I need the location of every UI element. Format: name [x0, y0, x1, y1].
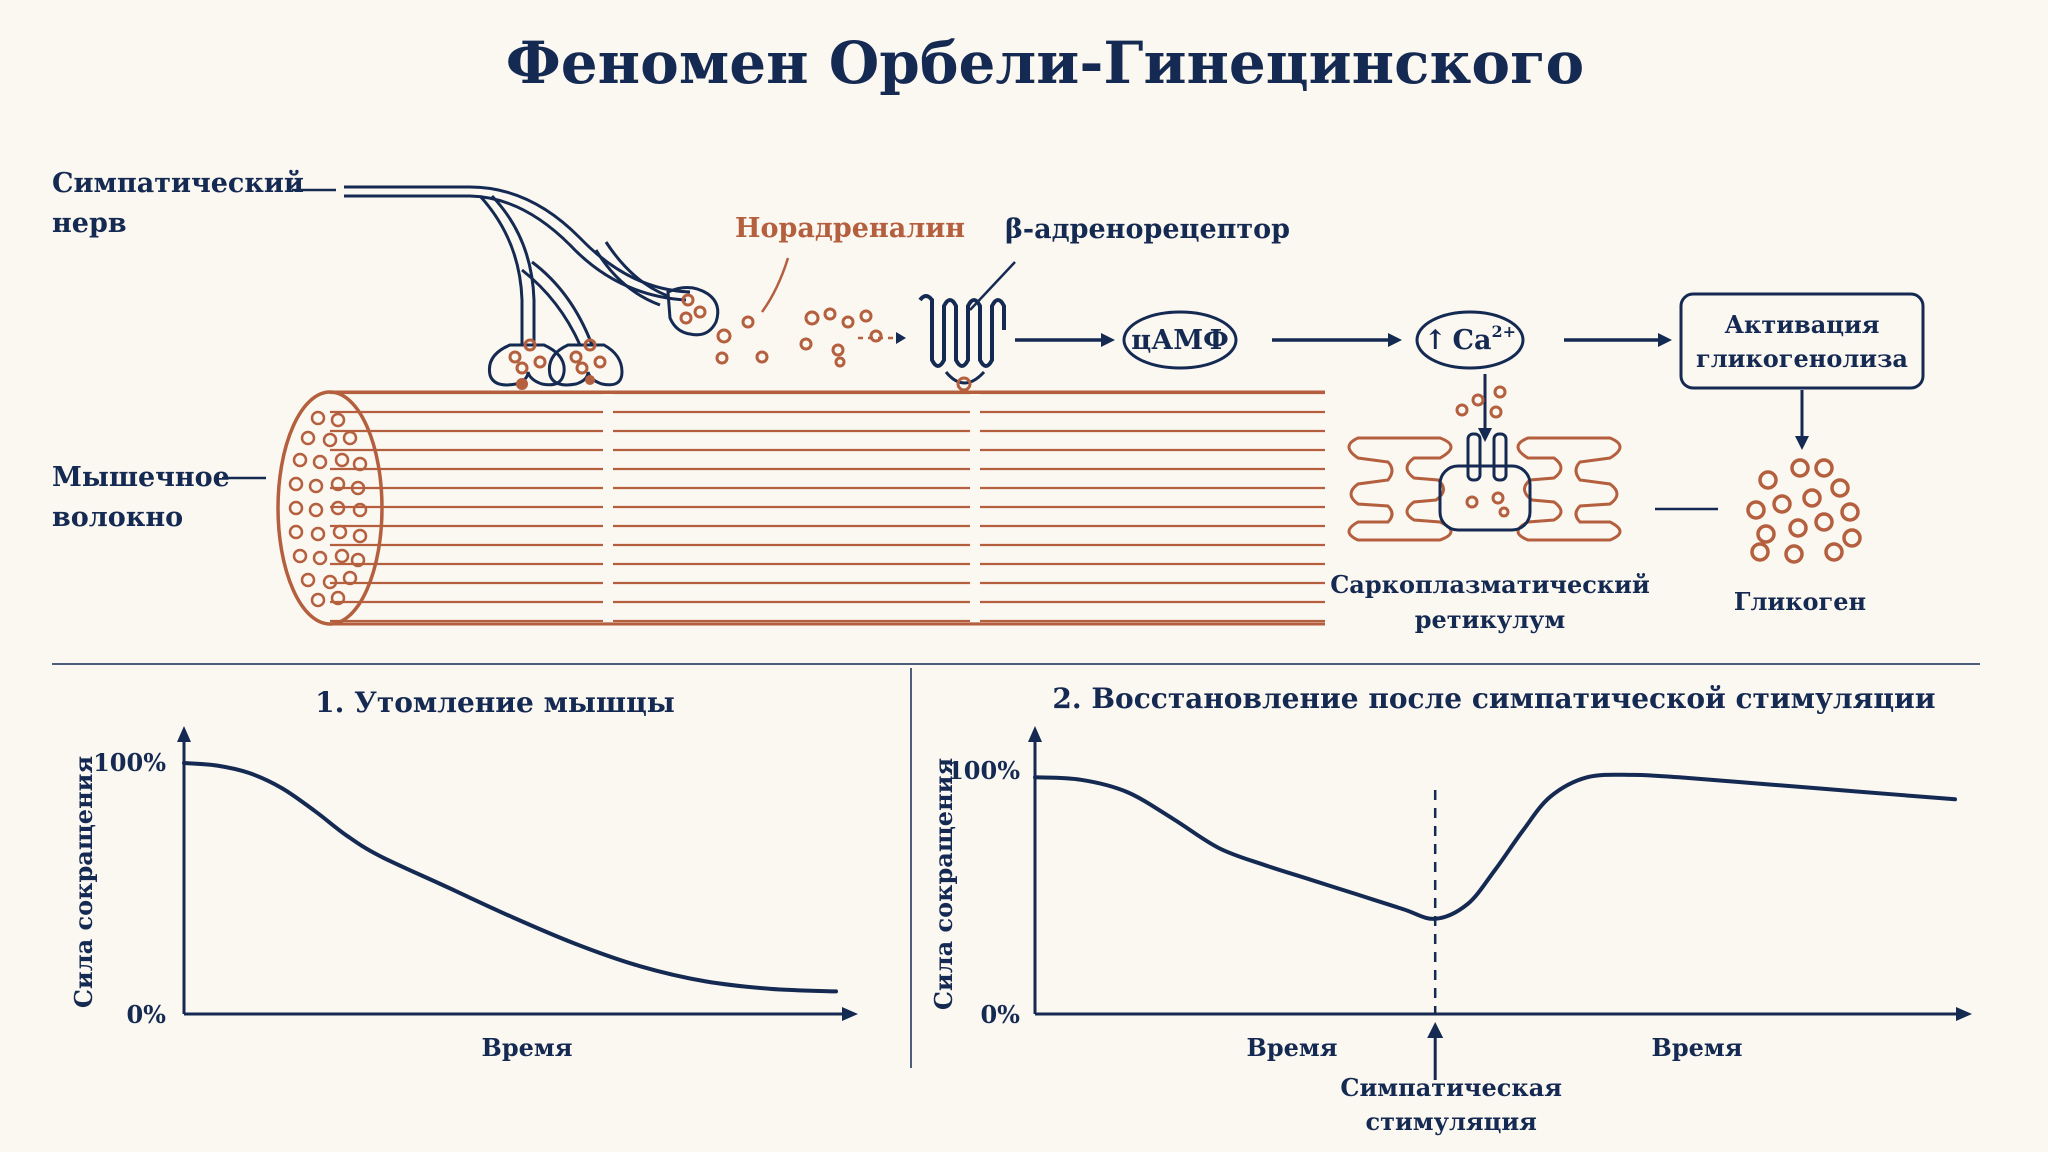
synaptic-bouton-1 — [487, 343, 566, 387]
calcium-channel-left — [1466, 432, 1482, 482]
chart1-ylabel: Сила сокращения — [69, 756, 98, 1008]
nerve-branch-1 — [478, 194, 524, 345]
calcium-up-arrow: ↑ — [1424, 325, 1447, 356]
sr-junction — [1438, 464, 1532, 532]
chart2-ylabel: Сила сокращения — [929, 758, 958, 1010]
stimulation-arrow-head — [1427, 1022, 1444, 1038]
sr-label-line2: ретикулум — [1415, 605, 1566, 634]
glycogenolysis-box — [1679, 292, 1925, 390]
sr-label-line1: Саркоплазматический — [1330, 570, 1650, 599]
vesicles-in-boutons — [508, 293, 707, 375]
glycogen-granules: Гликоген — [1734, 458, 1866, 616]
chart1-ytick-0: 0% — [126, 1000, 166, 1029]
calcium-node — [1415, 310, 1525, 370]
t-tubule-1 — [603, 394, 613, 622]
chart1-xlabel: Время — [482, 1033, 573, 1062]
synaptic-bouton-3 — [666, 286, 720, 337]
sympathetic-nerve: Симпатический нерв — [52, 168, 720, 390]
noradrenaline-label: Норадреналин — [735, 213, 965, 244]
stimulation-label-line1: Симпатическая — [1340, 1073, 1562, 1102]
cascade: цАМФ ↑Ca2+ Активация гликогенолиза — [1015, 292, 1925, 450]
camp-node — [1122, 310, 1238, 370]
chart1-series-line — [182, 761, 838, 994]
fiber-striations — [330, 391, 1325, 623]
chart2-title: 2. Восстановление после симпатической ст… — [1052, 682, 1935, 715]
chart1-title: 1. Утомление мышцы — [315, 686, 675, 719]
chart2-xlabel-left: Время — [1247, 1033, 1338, 1062]
myofibril-bundles — [288, 410, 368, 608]
axon-outer — [344, 185, 691, 294]
camp-label: цАМФ — [1131, 325, 1228, 356]
muscle-fiber: Мышечное волокно — [52, 390, 1325, 626]
sr-left-cisterna — [1347, 436, 1453, 542]
activation-label-line2: гликогенолиза — [1696, 344, 1908, 373]
chart2-ytick-100: 100% — [947, 756, 1020, 785]
chart2-ytick-0: 0% — [980, 1000, 1020, 1029]
stimulation-label-line2: стимуляция — [1365, 1107, 1536, 1136]
sarcoplasmic-reticulum: Саркоплазматический ретикулум — [1330, 432, 1718, 634]
nerve-label-line1: Симпатический — [52, 168, 304, 199]
glycogen-label: Гликоген — [1734, 587, 1866, 616]
activation-label-line1: Активация — [1724, 310, 1879, 339]
noradrenaline-molecules — [715, 307, 883, 368]
calcium-symbol: Ca — [1453, 325, 1492, 356]
beta-adrenoreceptor — [918, 294, 1006, 368]
muscle-label-line1: Мышечное — [52, 462, 230, 493]
calcium-label: ↑Ca2+ — [1424, 322, 1516, 356]
calcium-charge: 2+ — [1492, 322, 1517, 341]
axon-inner — [344, 194, 687, 302]
sr-right-cisterna — [1516, 436, 1622, 542]
page-title: Феномен Орбели-Гинецинского — [506, 29, 1585, 97]
chart2-xlabel-right: Время — [1652, 1033, 1743, 1062]
nerve-label-line2: нерв — [52, 208, 127, 239]
chart-recovery: 2. Восстановление после симпатической ст… — [929, 682, 1972, 1136]
release-dot — [516, 378, 528, 390]
nerve-branch-3 — [594, 249, 661, 307]
chart1-ytick-100: 100% — [93, 748, 166, 777]
receptor-label: β-адренорецептор — [1005, 214, 1290, 245]
noradrenaline-leader — [760, 257, 790, 313]
muscle-label-line2: волокно — [52, 502, 183, 533]
nerve-branch-2 — [521, 268, 582, 346]
t-tubule-2 — [970, 394, 980, 622]
calcium-channel-right — [1492, 432, 1508, 482]
fiber-cross-section — [276, 390, 384, 626]
chart-fatigue: 1. Утомление мышцы 100% 0% Сила сокращен… — [69, 686, 858, 1062]
chart2-series-line — [1033, 772, 1957, 921]
synaptic-bouton-2 — [547, 343, 624, 387]
